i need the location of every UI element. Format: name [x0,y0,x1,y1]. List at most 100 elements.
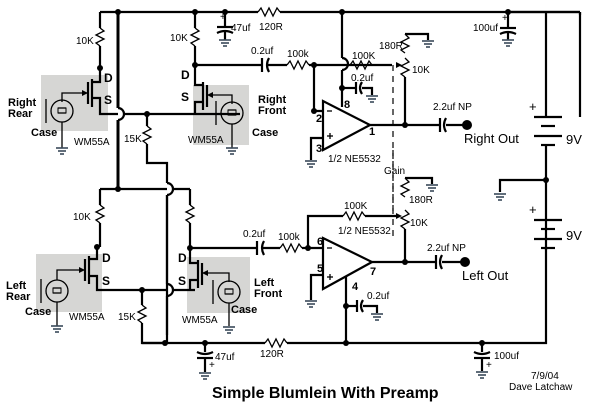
label-pin-right-out: 1 [369,126,375,138]
battery-top [508,10,582,250]
label-r-input-left: 100k [278,232,301,243]
label-mic-right-rear-2: Rear [8,108,33,120]
label-c-supply-top: 100uf [473,23,498,34]
label-r-source-left: 15K [118,312,136,323]
drain-bus-vertical [116,12,126,189]
label-r-filter-top: 120R [259,22,283,33]
label-r-drain-left-rear: 10K [73,212,91,223]
label-c-out-left: 2.2uf NP [427,243,466,254]
label-pin-left-power: 4 [352,281,359,293]
mic-bg-left-rear [36,254,102,312]
label-pin-left-noninv: 5 [317,263,323,275]
opamp-left [321,236,375,291]
diagram-title: Simple Blumlein With Preamp [212,385,439,402]
label-r-input-right: 100k [287,49,310,60]
capacitor-100uf-bottom [473,343,491,379]
label-opamp-right: 1/2 NE5532 [328,154,381,165]
label-c-filter-bottom: 47uf [215,352,235,363]
label-mic-left-front-2: Front [254,288,282,300]
capacitor-out-left [434,254,443,270]
capacitor-47uf-bottom [196,343,214,380]
label-left-out: Left Out [462,268,509,283]
label-pin-right-noninv: 3 [316,143,322,155]
label-c-supply-bottom: 100uf [494,351,519,362]
label-r-gain-left-fixed: 180R [409,195,433,206]
label-c-bypass-left: 0.2uf [367,291,389,302]
label-pin-right-power: 8 [344,99,350,111]
capacitor-100uf-top [499,12,517,47]
capacitor-out-right [438,117,447,133]
label-drain-left-front: D [178,251,187,265]
drain-resistor-right-front [189,12,201,65]
gain-pot-left [399,176,439,262]
label-r-feedback-left: 100K [344,201,368,212]
capacitor-47uf-top [216,12,234,47]
label-source-left-rear: S [102,274,110,288]
label-mic-left-front-1: Left [254,277,275,289]
diagram-date: 7/9/04 [531,371,559,382]
label-c-coupling-left: 0.2uf [243,229,265,240]
label-r-drain-right-rear: 10K [76,36,94,47]
capacitor-coupling-right [260,57,270,73]
label-c-coupling-right: 0.2uf [251,46,273,57]
label-source-right-rear: S [104,93,112,107]
resistor-120r-bottom [264,337,288,349]
label-battery-bottom-voltage: 9V [566,228,582,243]
label-c-filter-top-plus: + [220,12,226,23]
label-r-source-right: 15K [124,134,142,145]
battery-bottom [534,218,562,341]
fet-right-front [193,65,233,114]
left-out-terminal [460,257,470,267]
label-c-out-right: 2.2uf NP [433,102,472,113]
label-pin-left-inv: 6 [317,236,323,248]
gain-pot-right [399,32,435,125]
label-case-right-front: Case [252,127,278,139]
label-r-gain-right-pot: 10K [412,65,430,76]
capacitor-coupling-left [255,240,265,256]
label-source-right-front: S [181,90,189,104]
label-pin-left-out: 7 [370,266,376,278]
label-r-gain-right-fixed: 180R [379,41,403,52]
drain-resistor-right-rear [94,12,106,68]
fet-right-rear [61,68,118,116]
fet-left-rear [56,247,166,292]
label-gain: Gain [384,166,405,177]
drain-resistor-left-front [184,189,196,248]
label-mic-left-rear-1: Left [6,280,27,292]
label-c-supply-bottom-plus: + [486,360,492,371]
source-resistor-right [141,114,175,335]
label-r-filter-bottom: 120R [260,349,284,360]
label-c-filter-top: 47uf [231,23,251,34]
label-opamp-left: 1/2 NE5532 [338,226,391,237]
source-resistor-left [136,290,167,345]
label-mic-right-rear-1: Right [8,97,36,109]
label-model-left-front: WM55A [182,315,218,326]
label-model-left-rear: WM55A [69,312,105,323]
label-drain-right-rear: D [104,71,113,85]
label-mic-left-rear-2: Rear [6,291,31,303]
label-case-right-rear: Case [31,127,57,139]
label-mic-right-front-1: Right [258,94,286,106]
label-mic-right-front-2: Front [258,105,286,117]
resistor-120r-top [257,6,281,18]
fet-left-front [188,248,230,290]
opamp-right [321,99,373,152]
label-case-left-front: Case [231,304,257,316]
capacitor-bypass-left [346,299,384,321]
label-model-right-front: WM55A [188,135,224,146]
label-source-left-front: S [178,274,186,288]
mic-bg-right-rear [41,75,108,131]
label-r-feedback-right: 100K [352,51,376,62]
label-r-drain-right-front: 10K [170,33,188,44]
label-r-gain-left-pot: 10K [410,218,428,229]
label-battery-top-voltage: 9V [566,132,582,147]
label-drain-left-rear: D [102,251,111,265]
capacitor-bypass-right [342,81,379,103]
label-right-out: Right Out [464,131,519,146]
label-c-bypass-right: 0.2uf [351,73,373,84]
label-pin-right-inv: 2 [316,113,322,125]
label-c-supply-top-plus: + [502,13,508,24]
label-model-right-rear: WM55A [74,137,110,148]
label-c-filter-bottom-plus: + [209,360,215,371]
